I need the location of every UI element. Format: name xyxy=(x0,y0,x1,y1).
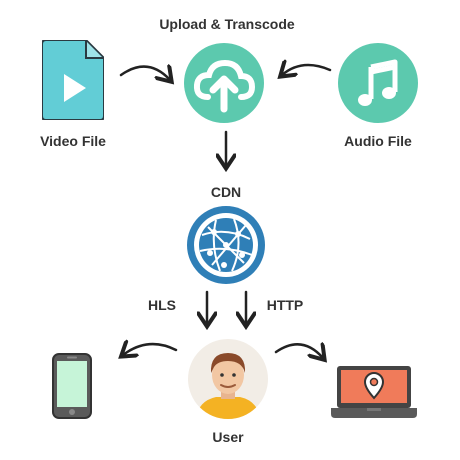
video-file-icon xyxy=(41,39,105,125)
user-label: User xyxy=(212,429,244,445)
video-file-label: Video File xyxy=(40,133,106,149)
cdn-label: CDN xyxy=(210,184,242,200)
audio-file-label: Audio File xyxy=(344,133,412,149)
arrow-audio-to-upload xyxy=(282,65,332,75)
globe-network-icon xyxy=(186,205,266,290)
arrow-user-to-laptop xyxy=(274,344,323,358)
user-avatar-icon xyxy=(188,339,268,424)
smartphone-icon xyxy=(52,353,92,424)
hls-label: HLS xyxy=(148,297,176,313)
cloud-upload-icon xyxy=(184,43,264,128)
laptop-location-icon xyxy=(331,364,417,425)
upload-transcode-title: Upload & Transcode xyxy=(159,16,295,32)
arrow-video-to-upload xyxy=(119,67,170,80)
music-note-icon xyxy=(338,43,418,128)
arrow-user-to-phone xyxy=(123,344,178,355)
http-label: HTTP xyxy=(266,297,304,313)
